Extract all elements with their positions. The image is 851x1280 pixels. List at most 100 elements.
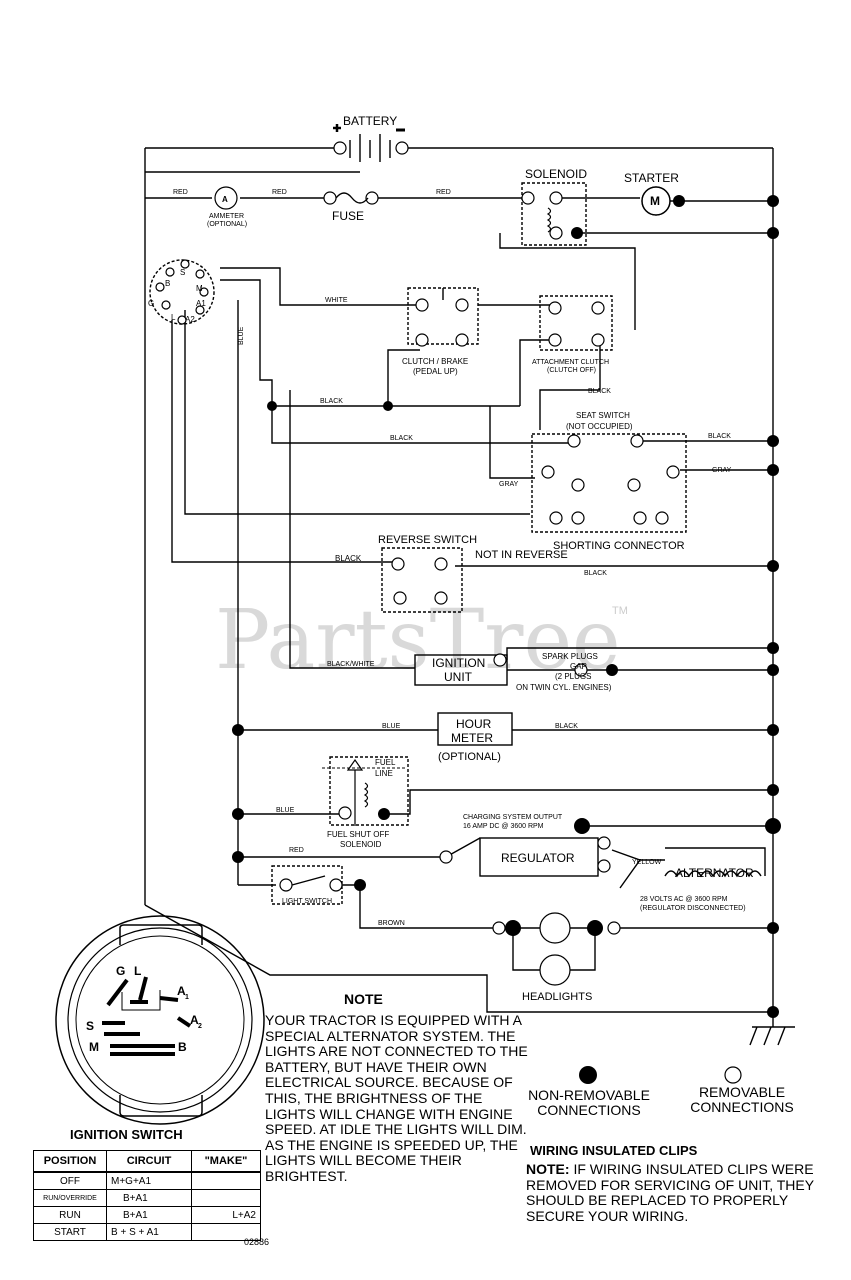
components-alternator-note-1-label: 28 VOLTS AC @ 3600 RPM — [640, 896, 728, 903]
ignition-terminals-s-label: S — [180, 268, 185, 277]
position-cell: START — [33, 1223, 107, 1241]
clips-note-label: NOTE: — [526, 1161, 570, 1177]
fuse-symbol — [335, 192, 369, 204]
clips-body: NOTE: IF WIRING INSULATED CLIPS WERE REM… — [526, 1161, 836, 1224]
ignition-switch-face — [55, 915, 265, 1125]
ignition-switch-face-a1-label: A — [177, 984, 186, 998]
components-clutch-brake-label: CLUTCH / BRAKE — [402, 357, 468, 366]
table-row: RUN/OVERRIDE B+A1 — [33, 1189, 261, 1207]
components-hour-meter-2-label: METER — [451, 731, 493, 745]
ignition-terminals-b-label: B — [165, 279, 170, 288]
components-regulator-label: REGULATOR — [501, 851, 575, 865]
components-battery-label: BATTERY — [343, 114, 397, 128]
ignition-terminals-m-label: M — [196, 284, 203, 293]
ignition-switch-table: POSITION CIRCUIT "MAKE" OFF M+G+A1 RUN/O… — [33, 1150, 261, 1241]
components-ignition-unit-1-label: IGNITION — [432, 656, 485, 670]
components-hour-meter-note-label: (OPTIONAL) — [438, 751, 501, 763]
table-row: RUN B+A1 L+A2 — [33, 1206, 261, 1224]
wire-colors-black-7-label: BLACK — [555, 723, 578, 730]
components-light-switch-label: LIGHT SWITCH — [282, 898, 332, 905]
components-hour-meter-1-label: HOUR — [456, 717, 492, 731]
table-row: OFF M+G+A1 — [33, 1171, 261, 1190]
ignition-switch-title: IGNITION SWITCH — [70, 1127, 183, 1142]
components-alternator-note-2-label: (REGULATOR DISCONNECTED) — [640, 905, 746, 912]
make-cell — [191, 1189, 261, 1207]
wire-colors-red-2-label: RED — [272, 189, 287, 196]
components-spark-plugs-2-label: GAP — [570, 662, 587, 671]
components-fuse-label: FUSE — [332, 209, 364, 223]
components-fuel-shutoff-2-label: SOLENOID — [340, 840, 382, 849]
components-not-in-reverse-label: NOT IN REVERSE — [475, 549, 568, 561]
components-starter-symbol-label: M — [650, 194, 660, 208]
components-ammeter-label: AMMETER — [209, 213, 244, 220]
circuit-cell: B+A1 — [106, 1189, 192, 1207]
components-headlights-label: HEADLIGHTS — [522, 991, 592, 1003]
ignition-terminals-l-label: L — [171, 313, 176, 322]
watermark-tm: TM — [612, 605, 628, 617]
components-fuel-shutoff-1-label: FUEL SHUT OFF — [327, 830, 389, 839]
components-ammeter-note-label: (OPTIONAL) — [207, 221, 247, 228]
ignition-switch-face-m-label: M — [89, 1040, 99, 1054]
components-shorting-connector-label: SHORTING CONNECTOR — [553, 540, 685, 552]
components-charging-output-2-label: 16 AMP DC @ 3600 RPM — [463, 823, 544, 830]
wire-colors-black-1-label: BLACK — [320, 398, 343, 405]
make-cell — [191, 1171, 261, 1190]
wire-colors-black-2-label: BLACK — [588, 388, 611, 395]
components-reverse-switch-label: REVERSE SWITCH — [378, 534, 477, 546]
position-cell: OFF — [33, 1171, 107, 1190]
components-clutch-brake-note-label: (PEDAL UP) — [413, 367, 458, 376]
wire-colors-red-1-label: RED — [173, 189, 188, 196]
clips-title: WIRING INSULATED CLIPS — [530, 1143, 698, 1158]
legend-non-removable: NON-REMOVABLE CONNECTIONS — [528, 1087, 650, 1118]
table-header-circuit: CIRCUIT — [106, 1150, 192, 1173]
components-attachment-clutch-label: ATTACHMENT CLUTCH — [532, 359, 609, 366]
wire-colors-black-3-label: BLACK — [390, 435, 413, 442]
wire-colors-blue-3-label: BLUE — [276, 807, 295, 814]
ignition-switch-face-b-label: B — [178, 1040, 187, 1054]
clips-note-text: IF WIRING INSULATED CLIPS WERE REMOVED F… — [526, 1161, 814, 1224]
wire-colors-blue-2-label: BLUE — [382, 723, 401, 730]
watermark: PartsTree — [215, 593, 621, 688]
position-cell: RUN — [33, 1206, 107, 1224]
circuit-cell: M+G+A1 — [106, 1171, 192, 1190]
ignition-switch-face-s-label: S — [86, 1019, 94, 1033]
components-fuel-line-2-label: LINE — [375, 769, 393, 778]
ignition-terminals-a2-label: A2 — [185, 315, 195, 324]
wire-colors-black-white-label: BLACK/WHITE — [327, 661, 375, 668]
ignition-terminals-g-label: G — [148, 299, 154, 308]
wire-colors-red-4-label: RED — [289, 847, 304, 854]
components-seat-switch-label: SEAT SWITCH — [576, 411, 630, 420]
note-body: Your tractor is equipped with a special … — [265, 1012, 528, 1184]
make-cell: L+A2 — [191, 1206, 261, 1224]
wire-colors-gray-1-label: GRAY — [499, 481, 519, 488]
components-starter-label: STARTER — [624, 171, 679, 185]
wire-colors-white-label: WHITE — [325, 297, 348, 304]
make-cell — [191, 1223, 261, 1241]
components-alternator-label: ALTERNATOR — [675, 866, 754, 880]
ignition-switch-face-l-label: L — [134, 964, 141, 978]
components-ammeter-symbol-label: A — [222, 195, 228, 204]
wire-colors-gray-2-label: GRAY — [712, 467, 732, 474]
components-spark-plugs-1-label: SPARK PLUGS — [542, 652, 598, 661]
wire-colors-black-4-label: BLACK — [708, 433, 731, 440]
wire-colors-yellow-label: YELLOW — [632, 859, 662, 866]
components-seat-switch-note-label: (NOT OCCUPIED) — [566, 422, 633, 431]
components-spark-plugs-4-label: ON TWIN CYL. ENGINES) — [516, 683, 612, 692]
circuit-cell: B + S + A1 — [106, 1223, 192, 1241]
ignition-switch-face-a2-label: A — [190, 1013, 199, 1027]
components-spark-plugs-3-label: (2 PLUGS — [555, 672, 591, 681]
components-fuel-line-1-label: FUEL — [375, 758, 396, 767]
ignition-switch-face-a1-sub-label: 1 — [185, 994, 189, 1001]
wire-colors-blue-1-label: BLUE — [238, 326, 245, 345]
circuit-cell: B+A1 — [106, 1206, 192, 1224]
components-charging-output-1-label: CHARGING SYSTEM OUTPUT — [463, 814, 563, 821]
components-ignition-unit-2-label: UNIT — [444, 670, 473, 684]
legend-removable: REMOVABLE CONNECTIONS — [690, 1084, 794, 1115]
position-cell: RUN/OVERRIDE — [33, 1189, 107, 1207]
ignition-terminals-a1-label: A1 — [196, 299, 206, 308]
table-header-make: "MAKE" — [191, 1150, 261, 1173]
wire-colors-red-3-label: RED — [436, 189, 451, 196]
wire-colors-brown-label: BROWN — [378, 920, 405, 927]
table-header-position: POSITION — [33, 1150, 107, 1173]
